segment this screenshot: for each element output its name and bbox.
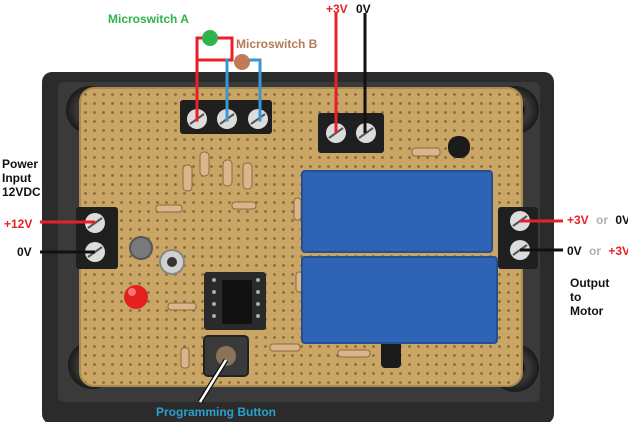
terminal-power-input: [76, 207, 118, 269]
microcontroller-chip: [204, 272, 266, 330]
resistors: [155, 147, 441, 369]
output-to-motor-line3: Motor: [570, 304, 604, 318]
output-upper-b: 0V: [615, 213, 628, 227]
plus3v-top-label: +3V: [326, 2, 348, 16]
output-upper-or: or: [596, 213, 608, 227]
output-lower-label: 0V or +3V: [567, 244, 628, 258]
power-input-label-line3: 12VDC: [2, 185, 41, 199]
power-input-label-line2: Input: [2, 171, 31, 185]
plus12v-label: +12V: [4, 217, 32, 231]
relay-lower: [301, 256, 498, 344]
programming-button-label: Programming Button: [156, 405, 276, 419]
output-lower-or: or: [589, 244, 601, 258]
red-led: [124, 285, 148, 309]
zero-v-left-label: 0V: [17, 245, 32, 259]
output-lower-a: 0V: [567, 244, 582, 258]
output-lower-b: +3V: [608, 244, 628, 258]
capacitors: [129, 236, 185, 275]
relay-upper: [301, 170, 493, 253]
microswitch-b-label: Microswitch B: [236, 37, 318, 51]
output-to-motor-line1: Output: [570, 276, 609, 290]
terminal-motor-output: [498, 207, 538, 269]
terminal-3v-supply: [318, 113, 384, 153]
output-upper-label: +3V or 0V: [567, 213, 628, 227]
microswitch-a-label: Microswitch A: [108, 12, 189, 26]
output-upper-a: +3V: [567, 213, 589, 227]
microswitch-b-symbol: [234, 54, 250, 70]
power-input-label-line1: Power: [2, 157, 38, 171]
microswitch-a-symbol: [202, 30, 218, 46]
zero-v-top-label: 0V: [356, 2, 371, 16]
programming-push-button: [203, 335, 249, 377]
output-to-motor-line2: to: [570, 290, 581, 304]
